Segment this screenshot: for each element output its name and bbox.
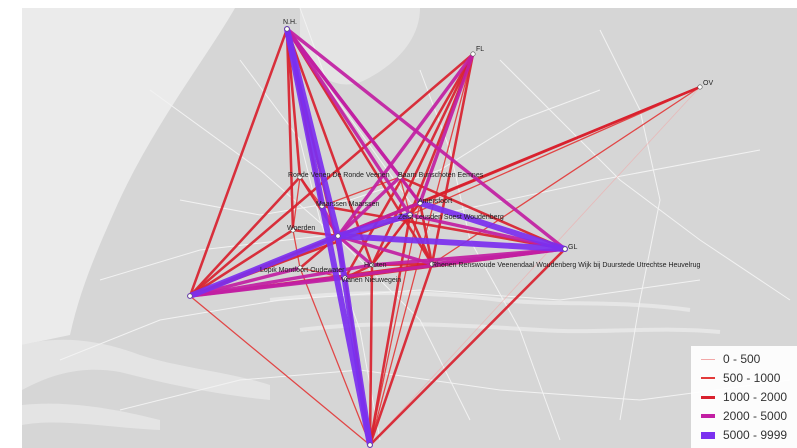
place-label-baarn: Baarn Bunschoten Eemnes: [398, 172, 484, 179]
place-marker-amersfoort[interactable]: [417, 200, 423, 206]
flow-line-ut-south: [335, 233, 373, 448]
legend-label-0: 0 - 500: [723, 352, 761, 366]
place-marker-ut[interactable]: [335, 233, 341, 239]
flow-line-south-amersfoort: [369, 202, 421, 446]
place-marker-woerden[interactable]: [290, 227, 296, 233]
place-label-maarssen: Maarssen Maarssen: [316, 201, 380, 208]
flow-line-fl-houten: [370, 52, 475, 267]
flow-line-zh-ronde: [188, 175, 302, 298]
flow-line-zh-ut: [187, 233, 341, 299]
river-delta: [22, 339, 270, 400]
flow-line-south-zeist: [368, 213, 412, 447]
flow-line-fl-ut: [336, 52, 475, 238]
place-label-ronde: Ronde Venen De Ronde Veenen: [288, 172, 390, 179]
legend-item-3: 2000 - 5000: [701, 407, 787, 425]
place-marker-zh[interactable]: [187, 293, 193, 299]
flow-line-amersfoort-rhenen: [418, 201, 434, 266]
flow-line-gl-south: [368, 247, 567, 447]
flow-line-zh-nieuwegein: [188, 276, 347, 298]
place-marker-maarssen[interactable]: [319, 203, 325, 209]
north-sea: [22, 8, 235, 345]
flow-line-north-zh: [188, 27, 289, 298]
place-marker-gl[interactable]: [562, 246, 568, 252]
flow-line-north-baarn: [285, 27, 402, 179]
legend-swatch-3: [701, 414, 715, 418]
place-label-lopik: Lopik Montfoort Oudewater: [260, 267, 345, 274]
legend-label-1: 500 - 1000: [723, 371, 781, 385]
flow-line-gl-rhenen: [430, 247, 567, 266]
place-marker-rhenen[interactable]: [429, 261, 435, 267]
place-label-zeist: Zeist Leusden Soest Woudenberg: [398, 214, 504, 221]
place-marker-north[interactable]: [284, 26, 290, 32]
flow-line-south-lopik: [299, 267, 371, 446]
place-label-fl: FL: [476, 46, 484, 53]
flow-line-north-zeist: [285, 27, 412, 217]
flow-line-ut-zeist: [335, 212, 413, 239]
flow-line-north-gl: [285, 27, 567, 251]
legend-item-2: 1000 - 2000: [701, 388, 787, 406]
flow-line-ut-rhenen: [336, 234, 434, 266]
flow-line-north-woerden: [285, 27, 295, 232]
flow-line-fl-amersfoort: [418, 52, 475, 205]
south-estuary: [22, 403, 160, 430]
flow-line-fl-south: [369, 53, 474, 446]
river-waal: [299, 322, 721, 334]
flow-line-woerden-lopik: [292, 229, 301, 269]
place-label-houten: Houten: [364, 262, 387, 269]
legend-label-3: 2000 - 5000: [723, 409, 788, 423]
flow-line-zh-south: [189, 295, 371, 446]
flow-line-south-houten: [368, 263, 374, 447]
flow-lines: [187, 26, 702, 448]
place-marker-south[interactable]: [367, 442, 373, 448]
legend-label-2: 1000 - 2000: [723, 390, 788, 404]
place-markers: N.H. FL OV GL Ronde Venen De Ronde Veenen Baa…: [187, 19, 713, 448]
flow-line-ov-amersfoort: [418, 85, 702, 205]
place-marker-nieuwegein[interactable]: [342, 275, 348, 281]
place-marker-houten[interactable]: [369, 262, 375, 268]
flow-line-north-houten: [285, 27, 374, 267]
legend-swatch-0: [701, 358, 715, 360]
place-label-north: N.H.: [283, 19, 297, 26]
river-lek: [269, 291, 691, 312]
flow-line-south-rhenen: [368, 262, 434, 447]
legend-item-0: 0 - 500: [701, 350, 760, 368]
place-marker-ronde[interactable]: [297, 174, 303, 180]
flow-line-fl-zh: [188, 52, 475, 298]
legend-swatch-4: [701, 431, 715, 439]
flow-line-zh-woerden: [188, 228, 295, 298]
place-label-nieuwegein: Vianen Nieuwegein: [341, 277, 401, 284]
flow-line-ov-south: [369, 86, 701, 446]
flow-line-gl-amersfoort: [417, 200, 568, 252]
place-label-ov: OV: [703, 80, 713, 87]
place-marker-zeist[interactable]: [407, 212, 413, 218]
flow-line-gl-ut: [335, 233, 568, 252]
place-marker-baarn[interactable]: [397, 174, 403, 180]
legend-label-4: 5000 - 9999: [723, 428, 788, 442]
legend-swatch-2: [701, 395, 715, 399]
markermeer: [300, 8, 420, 85]
legend-item-1: 500 - 1000: [701, 369, 780, 387]
place-label-rhenen: Rhenen Renswoude Veenendaal Woudenberg W…: [432, 262, 700, 269]
flow-line-ut-houten: [336, 234, 374, 267]
place-label-amersfoort: Amersfoort: [418, 198, 452, 205]
place-label-gl: GL: [568, 244, 577, 251]
legend: 0 - 500 500 - 1000 1000 - 2000 2000 - 50…: [691, 346, 797, 448]
place-marker-lopik[interactable]: [297, 265, 303, 271]
place-marker-fl[interactable]: [470, 51, 476, 57]
place-label-woerden: Woerden: [287, 225, 315, 232]
flow-line-ut-baarn: [336, 175, 402, 238]
flow-line-fl-nieuwegein: [343, 52, 475, 280]
legend-swatch-1: [701, 377, 715, 379]
place-marker-ov[interactable]: [697, 84, 703, 90]
flow-line-gl-baarn: [398, 175, 567, 251]
legend-item-4: 5000 - 9999: [701, 426, 787, 444]
